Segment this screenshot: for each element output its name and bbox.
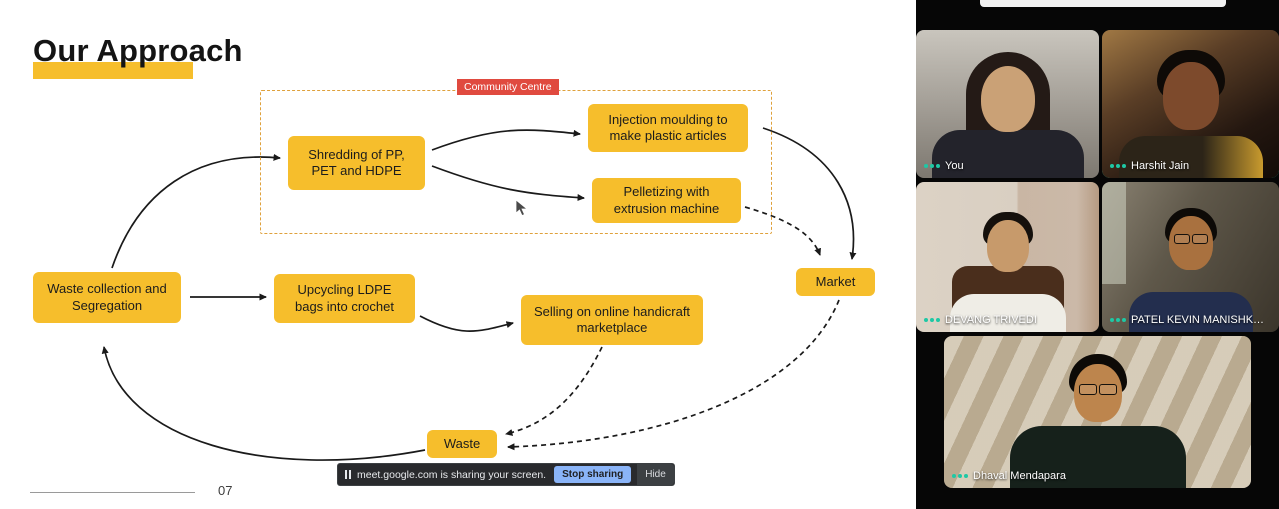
glasses xyxy=(1173,234,1208,244)
video-feed xyxy=(916,182,1099,332)
participant-name: Dhaval Mendapara xyxy=(973,470,1066,482)
slide-page-number: 07 xyxy=(218,483,233,498)
participant-name: PATEL KEVIN MANISHK… xyxy=(1131,314,1265,326)
community-centre-label: Community Centre xyxy=(457,79,559,95)
name-badge: You xyxy=(924,160,964,172)
participant-name: Harshit Jain xyxy=(1131,160,1190,172)
video-tile-you[interactable]: You xyxy=(916,30,1099,178)
node-pelletizing: Pelletizing with extrusion machine xyxy=(592,178,741,223)
avatar-head xyxy=(1162,62,1219,130)
participant-name: You xyxy=(945,160,964,172)
footer-divider xyxy=(30,492,195,493)
avatar-torso xyxy=(1128,292,1253,332)
clipped-tile-edge xyxy=(980,0,1226,7)
node-waste-collection: Waste collection and Segregation xyxy=(33,272,181,323)
name-badge: PATEL KEVIN MANISHK… xyxy=(1110,314,1264,326)
glasses xyxy=(1078,384,1117,395)
screen-share-banner: meet.google.com is sharing your screen. … xyxy=(337,463,675,486)
avatar xyxy=(1102,30,1279,178)
avatar-head xyxy=(986,220,1029,272)
window-light xyxy=(1102,182,1126,284)
hide-banner-button[interactable]: Hide xyxy=(637,464,674,485)
video-tile-harshit-jain[interactable]: Harshit Jain xyxy=(1102,30,1279,178)
node-market: Market xyxy=(796,268,875,296)
video-feed xyxy=(1102,30,1279,178)
avatar xyxy=(916,182,1099,332)
stop-sharing-button[interactable]: Stop sharing xyxy=(554,466,632,483)
name-badge: DEVANG TRIVEDI xyxy=(924,314,1037,326)
audio-indicator-icon xyxy=(1110,164,1126,168)
node-waste: Waste xyxy=(427,430,497,458)
title-highlight xyxy=(33,62,193,79)
video-tile-dhaval-mendapara[interactable]: Dhaval Mendapara xyxy=(944,336,1251,488)
audio-indicator-icon xyxy=(952,474,968,478)
video-tile-patel-kevin[interactable]: PATEL KEVIN MANISHK… xyxy=(1102,182,1279,332)
avatar xyxy=(916,30,1099,178)
audio-indicator-icon xyxy=(924,164,940,168)
audio-indicator-icon xyxy=(1110,318,1126,322)
mouse-cursor xyxy=(515,199,529,217)
node-upcycling: Upcycling LDPE bags into crochet xyxy=(274,274,415,323)
share-message: meet.google.com is sharing your screen. xyxy=(357,468,547,481)
avatar-torso xyxy=(1118,136,1263,178)
avatar xyxy=(1102,182,1279,332)
page-title: Our Approach xyxy=(33,33,243,68)
avatar-torso xyxy=(1009,426,1186,488)
node-shredding: Shredding of PP, PET and HDPE xyxy=(288,136,425,190)
name-badge: Harshit Jain xyxy=(1110,160,1189,172)
avatar-torso xyxy=(949,294,1066,332)
video-feed xyxy=(944,336,1251,488)
avatar-head xyxy=(980,66,1035,132)
participants-panel: You Harshit Jain xyxy=(916,0,1279,509)
video-feed xyxy=(1102,182,1279,332)
node-injection-moulding: Injection moulding to make plastic artic… xyxy=(588,104,748,152)
shared-slide: Our Approach xyxy=(0,0,916,509)
pause-icon[interactable] xyxy=(345,470,351,479)
name-badge: Dhaval Mendapara xyxy=(952,470,1066,482)
avatar xyxy=(944,336,1251,488)
participant-name: DEVANG TRIVEDI xyxy=(945,314,1037,326)
avatar-torso xyxy=(931,130,1084,178)
video-tile-devang-trivedi[interactable]: DEVANG TRIVEDI xyxy=(916,182,1099,332)
audio-indicator-icon xyxy=(924,318,940,322)
video-feed xyxy=(916,30,1099,178)
node-selling-online: Selling on online handicraft marketplace xyxy=(521,295,703,345)
